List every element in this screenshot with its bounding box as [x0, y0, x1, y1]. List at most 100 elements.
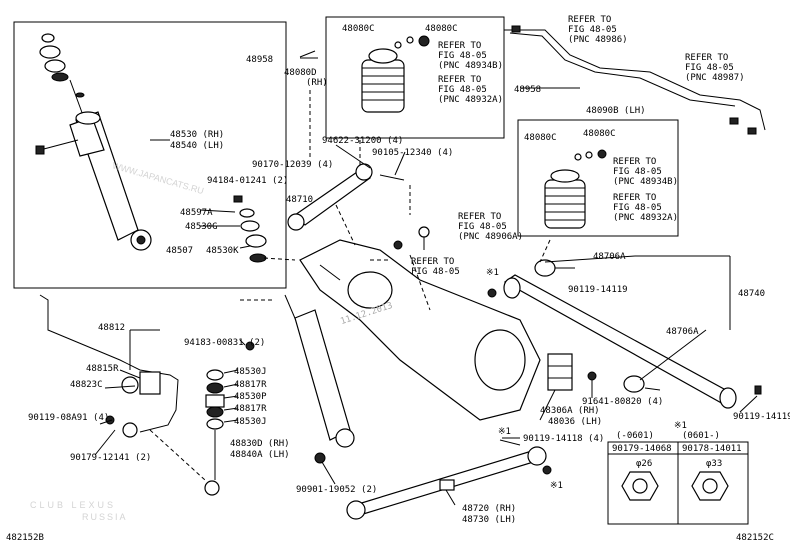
table-col2-part: 90178-14011: [682, 444, 742, 454]
label-48080D-rh: (RH): [306, 78, 328, 88]
label-48706A-b: 48706A: [666, 327, 699, 337]
table-marker: ※1: [674, 421, 687, 431]
air-lines: [504, 25, 766, 135]
watermark-logo: CLUB LEXUS: [30, 500, 116, 510]
label-refer-34B-3: (PNC 48934B): [438, 61, 503, 71]
axle-housing: [299, 239, 541, 421]
label-48530P: 48530P: [234, 392, 267, 402]
table-col2-head: (0601-): [682, 431, 720, 441]
label-48530K: 48530K: [206, 246, 239, 256]
table-col1-part: 90179-14068: [612, 444, 672, 454]
label-48530J-a: 48530J: [234, 367, 267, 377]
lower-control-arm: [346, 439, 547, 520]
stabilizer-link: [204, 369, 225, 496]
label-code-right: 482152C: [736, 533, 774, 543]
label-refer-906-2: FIG 48-05: [458, 222, 507, 232]
air-spring-lh-box: [517, 119, 679, 237]
label-48730: 48730 (LH): [462, 515, 516, 525]
label-refer-bot-2: FIG 48-05: [411, 267, 460, 277]
lower-shock: [284, 294, 355, 448]
label-refer-34B-b2: FIG 48-05: [613, 167, 662, 177]
label-48540: 48540 (LH): [170, 141, 224, 151]
label-48823C: 48823C: [70, 380, 103, 390]
air-spring-rh: [299, 35, 430, 113]
label-refer-bot-1: REFER TO: [411, 257, 454, 267]
label-48036: 48036 (LH): [548, 417, 602, 427]
label-refer-32A-1: REFER TO: [438, 75, 481, 85]
label-refer-32A-2: FIG 48-05: [438, 85, 487, 95]
label-94622: 94622-31200 (4): [322, 136, 403, 146]
label-94184: 94184-01241 (2): [207, 176, 288, 186]
label-refer-32A-b3: (PNC 48932A): [613, 213, 678, 223]
label-48080D: 48080D: [284, 68, 317, 78]
label-48958-top: 48958: [246, 55, 273, 65]
label-48817R-a: 48817R: [234, 380, 267, 390]
label-48080C-c: 48080C: [524, 133, 557, 143]
label-48706A-a: 48706A: [593, 252, 626, 262]
label-48090B: 48090B (LH): [586, 106, 646, 116]
leader-lines: [94, 57, 758, 506]
label-48080C-a: 48080C: [342, 24, 375, 34]
lateral-control-rod: [503, 259, 737, 409]
label-91641: 91641-80820 (4): [582, 397, 663, 407]
label-refer-34B-2: FIG 48-05: [438, 51, 487, 61]
label-90901: 90901-19052 (2): [296, 485, 377, 495]
small-bolts: [105, 195, 762, 475]
label-48530G: 48530G: [185, 222, 218, 232]
table-col1-dim: φ26: [636, 459, 652, 469]
label-48080C-b: 48080C: [425, 24, 458, 34]
label-48840A: 48840A (LH): [230, 450, 290, 460]
label-90119-14118: 90119-14118 (4): [523, 434, 604, 444]
label-star1-c: ※1: [550, 481, 563, 491]
label-refer-986-2: FIG 48-05: [568, 25, 617, 35]
label-48597A: 48597A: [180, 208, 213, 218]
label-48812: 48812: [98, 323, 125, 333]
label-refer-987-1: REFER TO: [685, 53, 728, 63]
table-col2-dim: φ33: [706, 459, 722, 469]
label-code-left: 482152B: [6, 533, 44, 543]
label-48306A: 48306A (RH): [540, 406, 600, 416]
label-48530: 48530 (RH): [170, 130, 224, 140]
label-90179-12141: 90179-12141 (2): [70, 453, 151, 463]
label-refer-32A-b2: FIG 48-05: [613, 203, 662, 213]
label-94183: 94183-00831 (2): [184, 338, 265, 348]
label-refer-906-1: REFER TO: [458, 212, 501, 222]
air-spring-lh: [544, 149, 607, 229]
label-refer-34B-b3: (PNC 48934B): [613, 177, 678, 187]
label-48530J-b: 48530J: [234, 417, 267, 427]
label-48710: 48710: [286, 195, 313, 205]
stabilizer-bar: [39, 294, 179, 438]
upper-control-arm: [287, 163, 405, 231]
label-90119-14119-a: 90119-14119: [568, 285, 628, 295]
label-48830D: 48830D (RH): [230, 439, 290, 449]
watermark-logo-sub: RUSSIA: [82, 512, 128, 522]
label-48740: 48740: [738, 289, 765, 299]
label-refer-32A-3: (PNC 48932A): [438, 95, 503, 105]
shock-absorber-box: [13, 21, 287, 289]
label-refer-32A-b1: REFER TO: [613, 193, 656, 203]
label-refer-906-3: (PNC 48906A): [458, 232, 523, 242]
label-refer-34B-b1: REFER TO: [613, 157, 656, 167]
label-refer-986-3: (PNC 48986): [568, 35, 628, 45]
shock-absorber: [35, 33, 152, 251]
label-star1: ※1: [486, 268, 499, 278]
label-48720: 48720 (RH): [462, 504, 516, 514]
label-90119-08A91: 90119-08A91 (4): [28, 413, 109, 423]
label-90105: 90105-12340 (4): [372, 148, 453, 158]
label-refer-987-2: FIG 48-05: [685, 63, 734, 73]
detail-table-text: ※1 (-0601) (0601-) 90179-14068 90178-140…: [612, 421, 742, 469]
label-48958-mid: 48958: [514, 85, 541, 95]
label-90170: 90170-12039 (4): [252, 160, 333, 170]
detail-table: [607, 441, 749, 525]
bump-stopper: [547, 353, 573, 391]
air-spring-rh-box: [325, 16, 505, 139]
label-refer-987-3: (PNC 48987): [685, 73, 745, 83]
label-refer-986-1: REFER TO: [568, 15, 611, 25]
label-refer-34B-1: REFER TO: [438, 41, 481, 51]
label-48080C-d: 48080C: [583, 129, 616, 139]
label-48507: 48507: [166, 246, 193, 256]
label-48815R: 48815R: [86, 364, 119, 374]
table-col1-head: (-0601): [616, 431, 654, 441]
label-90119-14119-b: 90119-14119: [733, 412, 790, 422]
